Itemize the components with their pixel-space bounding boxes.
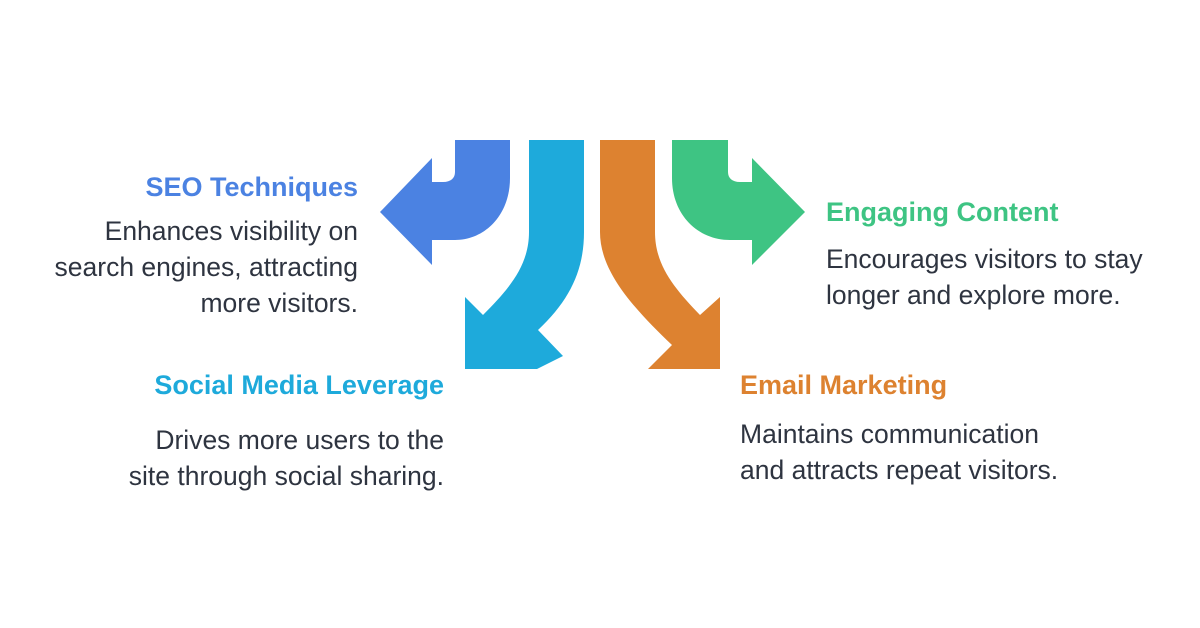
engaging-description: Encourages visitors to stay longer and e… <box>826 241 1196 313</box>
engaging-title: Engaging Content <box>826 197 1059 227</box>
email-desc-line-1: Maintains communication <box>740 419 1039 449</box>
social-desc-line-2: site through social sharing. <box>128 461 444 491</box>
email-arrow <box>600 140 720 369</box>
seo-techniques-block: SEO Techniques Enhances visibility on se… <box>0 170 358 321</box>
engaging-desc-line-1: Encourages visitors to stay <box>826 244 1143 274</box>
seo-description: Enhances visibility on search engines, a… <box>0 213 358 321</box>
social-title: Social Media Leverage <box>154 370 444 400</box>
social-desc-line-1: Drives more users to the <box>155 425 444 455</box>
engaging-content-block: Engaging Content Encourages visitors to … <box>826 195 1196 313</box>
email-marketing-block: Email Marketing Maintains communication … <box>740 368 1140 488</box>
social-arrow <box>465 140 584 369</box>
engaging-arrow <box>672 140 805 265</box>
email-title: Email Marketing <box>740 370 948 400</box>
social-description: Drives more users to the site through so… <box>40 422 444 494</box>
email-description: Maintains communication and attracts rep… <box>740 416 1140 488</box>
social-media-block: Social Media Leverage Drives more users … <box>40 368 444 494</box>
seo-arrow <box>380 140 510 265</box>
seo-desc-line-2: search engines, attracting <box>54 252 358 282</box>
seo-desc-line-1: Enhances visibility on <box>104 216 358 246</box>
seo-desc-line-3: more visitors. <box>200 288 358 318</box>
email-desc-line-2: and attracts repeat visitors. <box>740 455 1059 485</box>
engaging-desc-line-2: longer and explore more. <box>826 280 1121 310</box>
seo-title: SEO Techniques <box>145 172 358 202</box>
